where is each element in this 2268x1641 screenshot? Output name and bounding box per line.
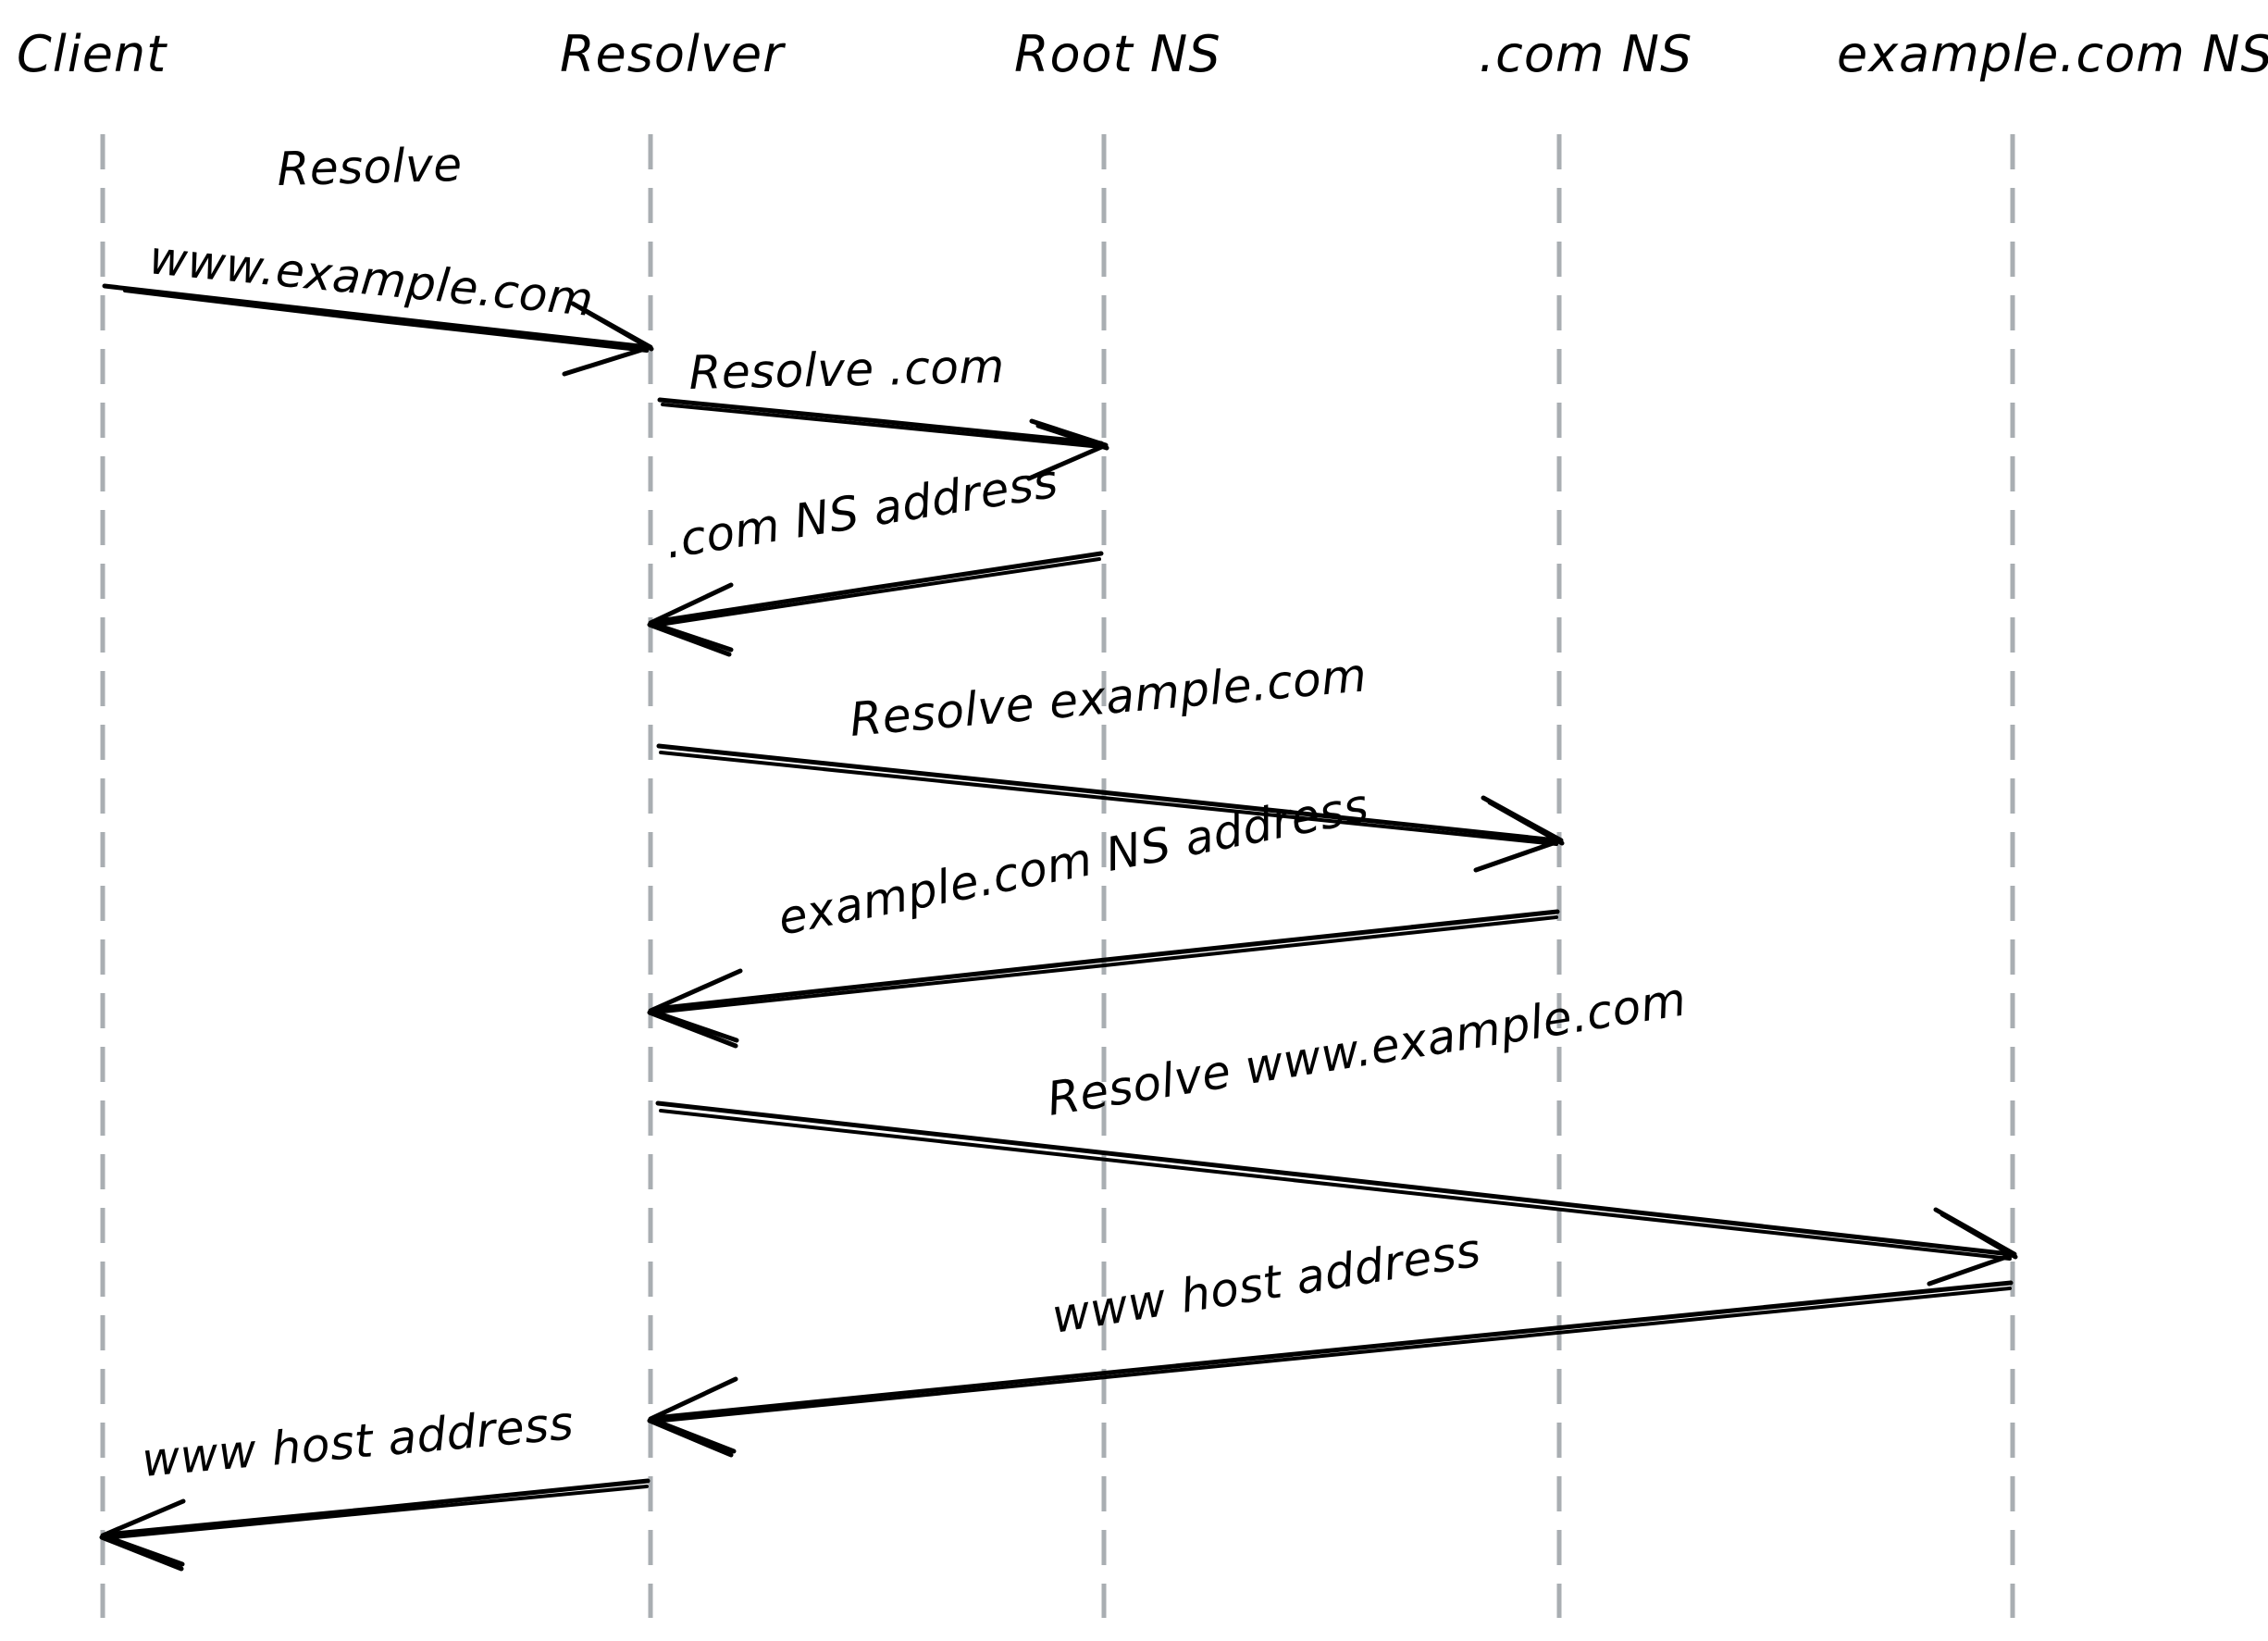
message-1-line bbox=[102, 283, 651, 350]
message-8-line-sketch bbox=[103, 1485, 649, 1540]
message-8-line bbox=[103, 1478, 651, 1537]
message-3-arrowhead-sketch bbox=[647, 622, 732, 657]
message-1-label-line-2: www.example.com bbox=[147, 230, 596, 327]
message-5-label: example.com NS address bbox=[774, 778, 1372, 946]
message-3-line bbox=[651, 551, 1104, 625]
message-6-resolve-www-example-com: Resolve www.example.com bbox=[655, 972, 2018, 1287]
message-6-arrowhead-sketch bbox=[1940, 1212, 2018, 1260]
message-3-com-ns-address: .com NS address bbox=[647, 454, 1104, 657]
participant-headers: Client Resolver Root NS .com NS example.… bbox=[17, 25, 2268, 83]
message-2-resolve-com: Resolve .com bbox=[657, 340, 1109, 481]
message-7-line bbox=[651, 1280, 2014, 1421]
message-7-line-sketch bbox=[651, 1287, 2012, 1423]
message-6-label: Resolve www.example.com bbox=[1044, 972, 1690, 1125]
message-3-line-sketch bbox=[651, 557, 1101, 628]
participant-label-com-ns: .com NS bbox=[1479, 25, 1692, 83]
message-5-line bbox=[652, 909, 1560, 1012]
message-4-line bbox=[656, 743, 1559, 843]
message-2-label: Resolve .com bbox=[688, 340, 1005, 400]
message-3-label: .com NS address bbox=[662, 454, 1061, 569]
message-1-resolve-www-example-com: Resolve www.example.com bbox=[102, 138, 654, 377]
message-5-line-sketch bbox=[652, 915, 1558, 1014]
message-8-www-host-address: www host address bbox=[99, 1396, 651, 1572]
message-1-arrowhead-sketch bbox=[576, 305, 654, 352]
message-4-label: Resolve example.com bbox=[848, 648, 1369, 747]
message-2-line bbox=[657, 397, 1104, 446]
message-8-label: www host address bbox=[140, 1396, 576, 1487]
message-7-www-host-address: www host address bbox=[647, 1223, 2014, 1458]
participant-label-client: Client bbox=[17, 25, 167, 83]
message-4-line-sketch bbox=[659, 751, 1558, 846]
message-2-line-sketch bbox=[661, 403, 1103, 449]
message-8-arrowhead-sketch bbox=[99, 1535, 184, 1572]
participant-label-example-ns: example.com NS bbox=[1837, 25, 2268, 83]
message-6-line-sketch bbox=[659, 1109, 2012, 1261]
message-5-arrowhead-sketch bbox=[647, 1010, 738, 1049]
message-7-label: www host address bbox=[1048, 1223, 1484, 1343]
message-6-line bbox=[655, 1100, 2013, 1257]
message-1-label-line-1: Resolve bbox=[277, 138, 463, 196]
lifelines bbox=[100, 134, 2015, 1618]
message-2-arrowhead-sketch bbox=[1035, 423, 1109, 451]
message-4-arrowhead-sketch bbox=[1487, 800, 1565, 846]
message-1-line-sketch bbox=[123, 289, 649, 353]
participant-label-root-ns: Root NS bbox=[1014, 25, 1221, 83]
message-7-arrowhead-sketch bbox=[647, 1418, 734, 1458]
message-2-arrowhead bbox=[1026, 418, 1109, 481]
participant-label-resolver: Resolver bbox=[560, 25, 786, 83]
